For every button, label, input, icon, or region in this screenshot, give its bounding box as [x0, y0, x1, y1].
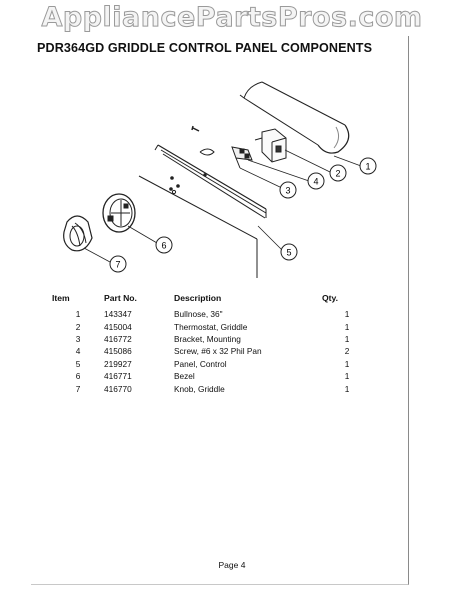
cell-item: 2: [75, 321, 81, 332]
cell-qty: 1: [344, 309, 350, 320]
mounting-bracket-part: [231, 146, 253, 169]
cell-description: Panel, Control: [174, 358, 227, 369]
thermostat-part: [254, 128, 287, 163]
cell-description: Bezel: [174, 371, 195, 382]
table-row: 7 416770 Knob, Griddle 1: [52, 382, 372, 394]
cell-part-no: 219927: [104, 358, 132, 369]
cell-qty: 1: [344, 358, 350, 369]
cell-item: 4: [75, 346, 81, 357]
callout-7: 7: [109, 255, 127, 273]
leader-lines: [83, 149, 362, 263]
table-row: 4 415086 Screw, #6 x 32 Phil Pan 2: [52, 345, 372, 357]
table-row: 3 416772 Bracket, Mounting 1: [52, 333, 372, 345]
control-panel-part: [138, 144, 267, 278]
cell-description: Bullnose, 36": [174, 309, 223, 320]
cell-description: Thermostat, Griddle: [174, 321, 248, 332]
cell-item: 5: [75, 358, 81, 369]
table-row: 1 143347 Bullnose, 36" 1: [52, 308, 372, 320]
callout-2-label: 2: [335, 169, 340, 179]
table-row: 6 416771 Bezel 1: [52, 370, 372, 382]
cell-part-no: 415004: [104, 321, 132, 332]
cell-qty: 1: [344, 383, 350, 394]
screw-part: [191, 125, 215, 156]
cell-description: Screw, #6 x 32 Phil Pan: [174, 346, 262, 357]
cell-part-no: 416770: [104, 383, 132, 394]
cell-part-no: 143347: [104, 309, 132, 320]
cell-item: 1: [75, 309, 81, 320]
cell-part-no: 416771: [104, 371, 132, 382]
cell-description: Knob, Griddle: [174, 383, 225, 394]
page-frame: [31, 36, 409, 585]
page-title: PDR364GD GRIDDLE CONTROL PANEL COMPONENT…: [37, 41, 373, 55]
callout-4: 4: [307, 172, 325, 190]
cell-item: 7: [75, 383, 81, 394]
knob-part: [63, 215, 93, 252]
header-description: Description: [174, 293, 222, 303]
page-number: Page 4: [218, 560, 246, 570]
cell-item: 6: [75, 371, 81, 382]
header-qty: Qty.: [322, 293, 339, 303]
watermark-logo: AppliancePartsPros.com: [41, 2, 423, 34]
callout-7-label: 7: [115, 260, 120, 270]
table-row: 5 219927 Panel, Control 1: [52, 358, 372, 370]
callout-1: 1: [359, 157, 377, 175]
callout-3: 3: [279, 181, 297, 199]
callout-1-label: 1: [365, 162, 370, 172]
cell-part-no: 416772: [104, 333, 132, 344]
header-part-no: Part No.: [104, 293, 137, 303]
callout-6-label: 6: [161, 241, 166, 251]
bezel-part: [102, 193, 136, 233]
cell-qty: 1: [344, 321, 350, 332]
callout-5: 5: [280, 243, 298, 261]
callout-3-label: 3: [285, 186, 290, 196]
callout-2: 2: [329, 164, 347, 182]
cell-description: Bracket, Mounting: [174, 333, 241, 344]
cell-item: 3: [75, 333, 81, 344]
parts-table: Item Part No. Description Qty. 1 143347 …: [52, 293, 372, 395]
callout-4-label: 4: [313, 177, 318, 187]
cell-qty: 1: [344, 333, 350, 344]
parts-table-header: Item Part No. Description Qty.: [52, 293, 372, 308]
cell-qty: 1: [344, 371, 350, 382]
callout-5-label: 5: [286, 248, 291, 258]
cell-part-no: 415086: [104, 346, 132, 357]
table-row: 2 415004 Thermostat, Griddle 1: [52, 320, 372, 332]
bullnose-part: [239, 81, 350, 154]
header-item: Item: [52, 293, 70, 303]
cell-qty: 2: [344, 346, 350, 357]
callout-6: 6: [155, 236, 173, 254]
